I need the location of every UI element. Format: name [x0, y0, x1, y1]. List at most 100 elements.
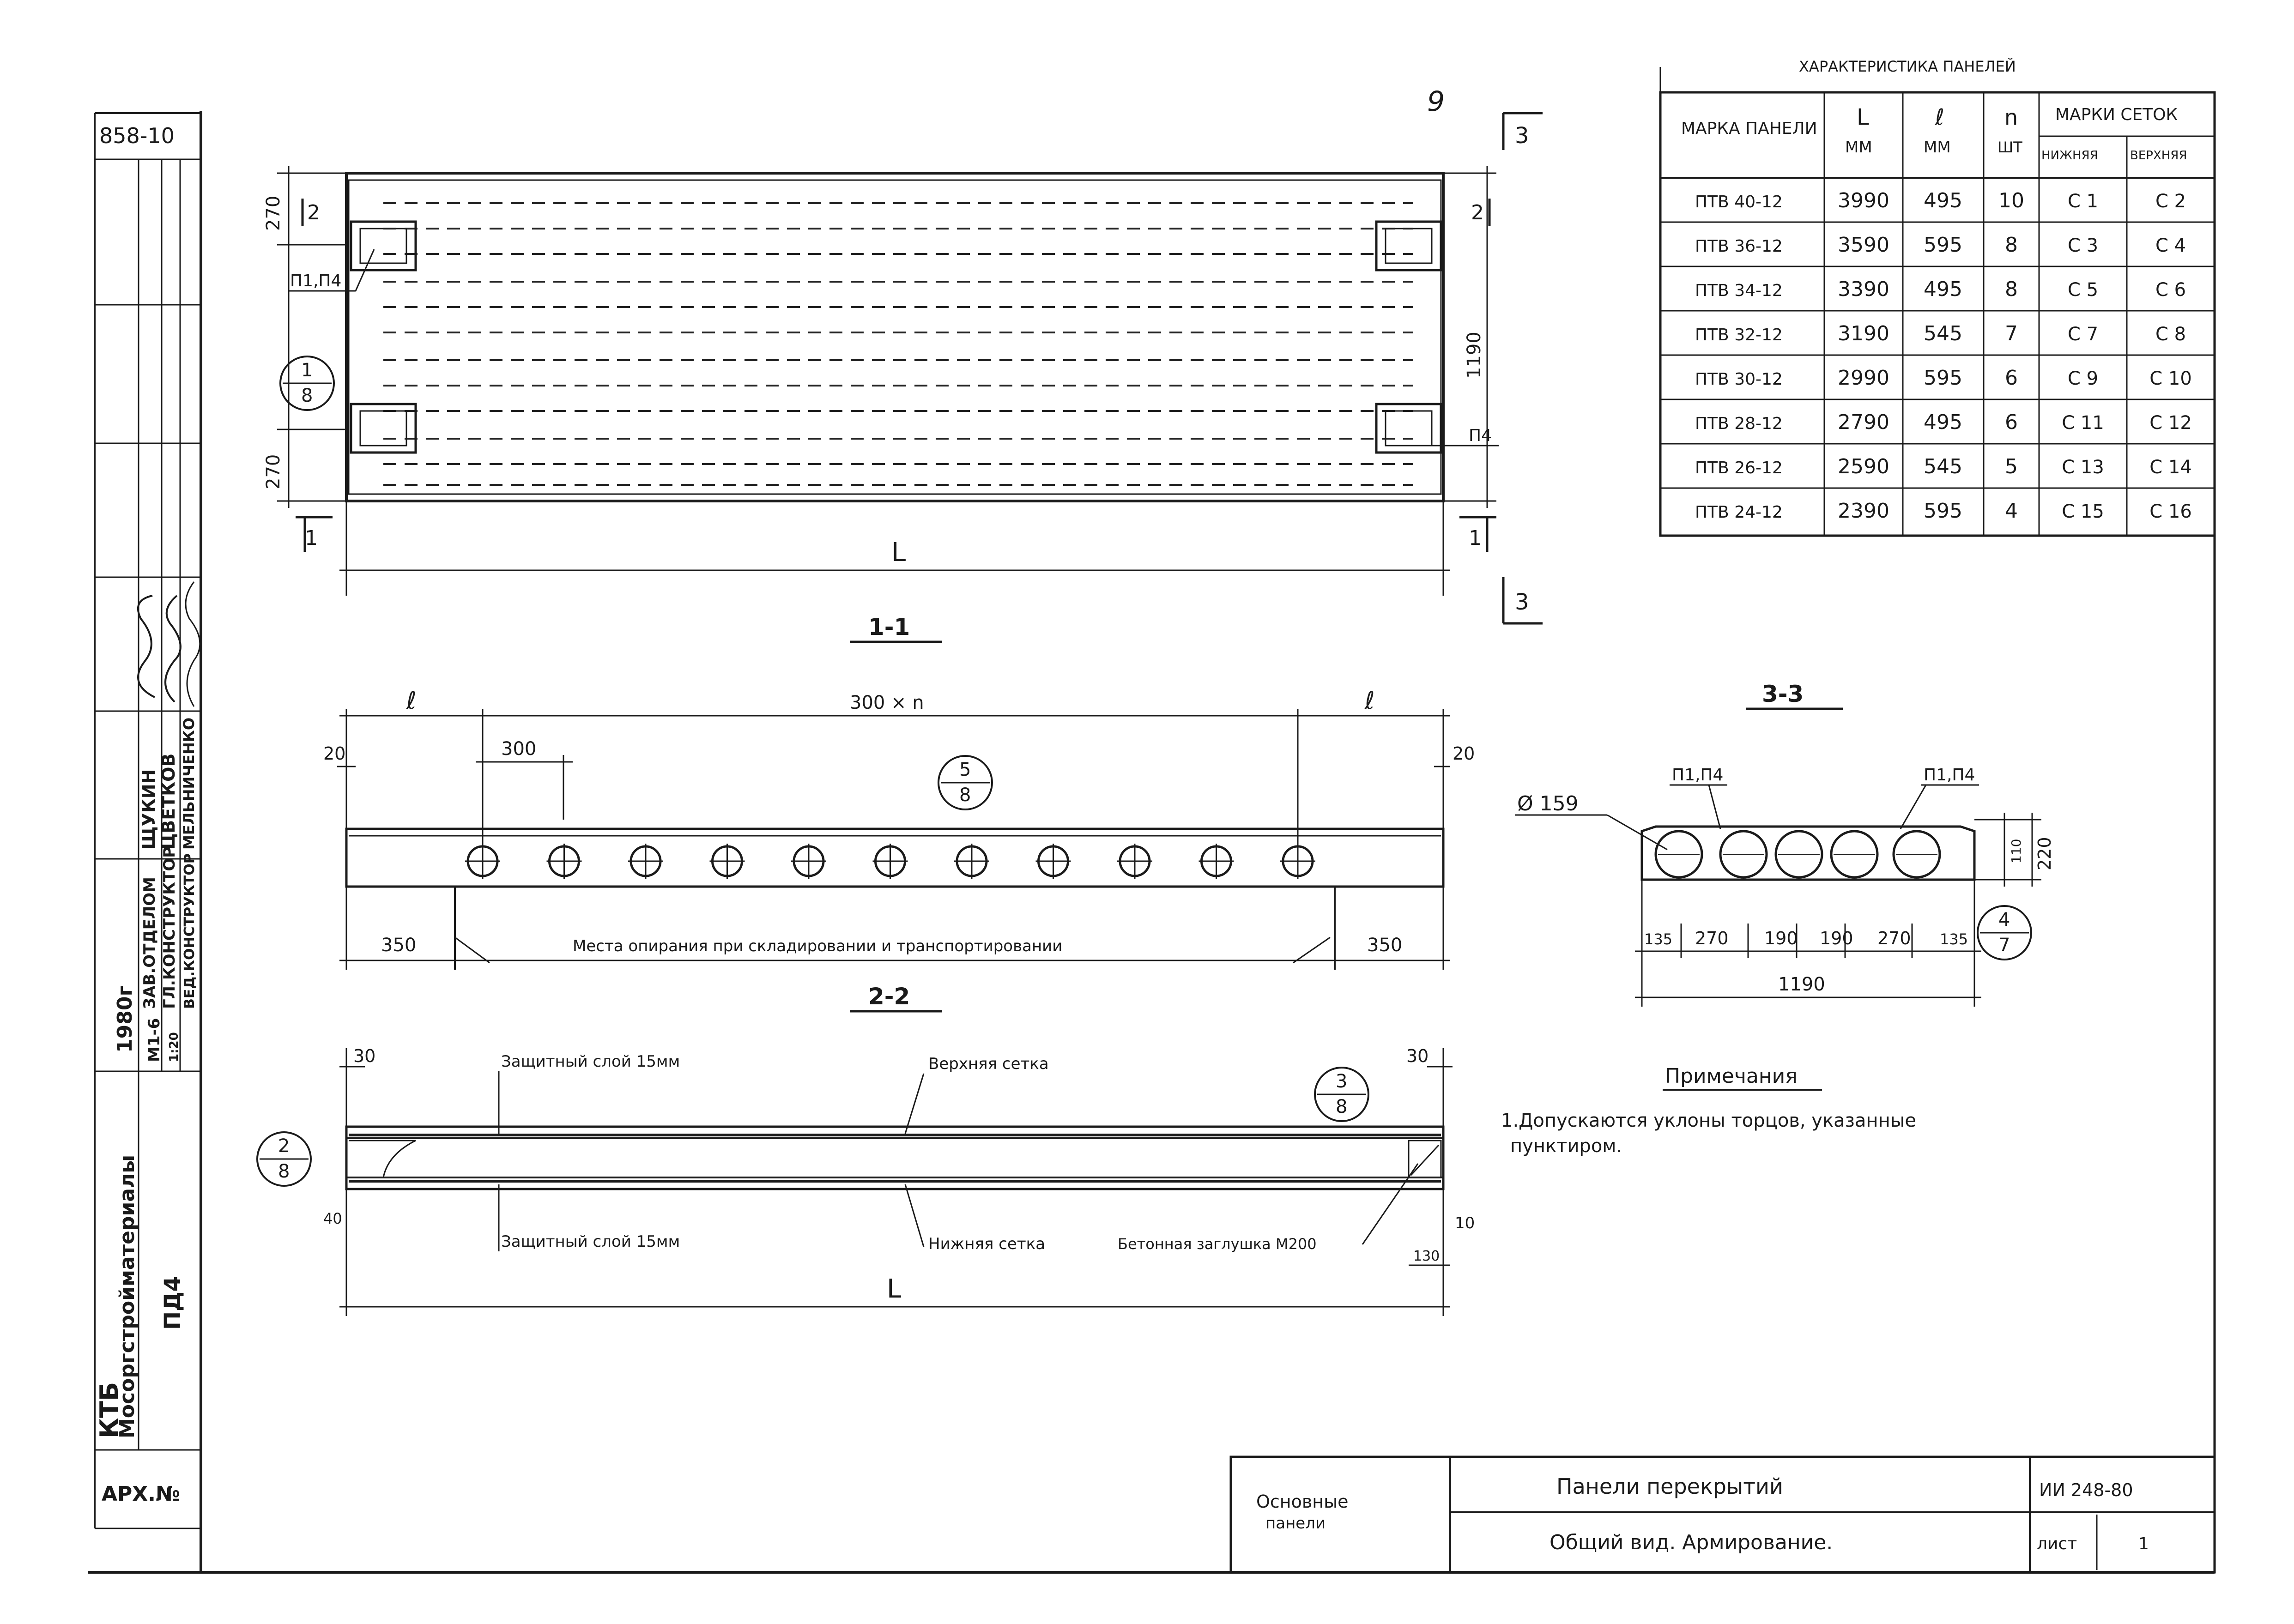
s11-dim-300n: 300 × n — [850, 692, 924, 713]
table-cell-L: 2990 — [1838, 366, 1889, 390]
s11-dim-l-right: ℓ — [1364, 687, 1374, 715]
s22-ref-right-bottom: 8 — [1336, 1096, 1347, 1117]
s33-dim-3: 190 — [1764, 928, 1798, 948]
title-block-left-1: Основные — [1256, 1491, 1349, 1512]
plan-ref-bottom: 8 — [301, 385, 313, 406]
stamp-name-2: ЦВЕТКОВ — [158, 754, 179, 850]
title-block-sheet-label: лист — [2037, 1534, 2077, 1553]
plan-mark-3-top: 3 — [1515, 123, 1529, 149]
detail-ref-s22-left: 2 8 — [256, 1131, 312, 1187]
stamp-scale: 1:20 — [167, 1032, 181, 1062]
hollow-core — [1035, 844, 1071, 879]
table-header-mark: МАРКА ПАНЕЛИ — [1681, 119, 1817, 138]
s11-ref-top: 5 — [959, 759, 971, 780]
section-1-1: 1-1 ℓ 300 × n ℓ 300 20 20 350 350 Места … — [323, 614, 1475, 970]
table-cell-lower: С 9 — [2068, 368, 2098, 389]
notes: Примечания 1.Допускаются уклоны торцов, … — [1501, 1064, 1916, 1157]
s22-dim-30-left: 30 — [353, 1046, 375, 1066]
table-cell-upper: С 10 — [2149, 368, 2192, 389]
table-header-lower: НИЖНЯЯ — [2041, 149, 2098, 163]
hollow-cores — [465, 844, 1315, 879]
s33-dim-4: 190 — [1820, 928, 1853, 948]
notes-text-1: 1.Допускаются уклоны торцов, указанные — [1501, 1110, 1916, 1131]
s11-dim-20-left: 20 — [323, 743, 345, 764]
plan-dim-270-bottom: 270 — [263, 454, 284, 489]
plan-dim-L: L — [891, 537, 906, 567]
table-cell-l: 595 — [1924, 499, 1962, 523]
cross-section-core — [1892, 830, 1941, 879]
s11-support-note: Места опирания при складировании и транс… — [573, 937, 1062, 955]
table-cell-n: 6 — [2005, 366, 2018, 390]
notes-text-2: пунктиром. — [1510, 1135, 1622, 1157]
s33-dim-ticks — [1641, 924, 1975, 958]
table-cell-upper: С 12 — [2149, 412, 2192, 434]
table-cell-l: 545 — [1924, 455, 1962, 478]
hollow-core — [1117, 844, 1152, 879]
table-cell-l: 545 — [1924, 322, 1962, 345]
table-title: ХАРАКТЕРИСТИКА ПАНЕЛЕЙ — [1799, 58, 2016, 75]
hollow-core — [628, 844, 663, 879]
table-cell-l: 495 — [1924, 278, 1962, 301]
detail-ref-s22-right: 3 8 — [1314, 1067, 1369, 1122]
table-cell-upper: С 2 — [2155, 191, 2186, 212]
table-header-l: ℓ — [1935, 104, 1944, 130]
table-cell-upper: С 6 — [2155, 279, 2186, 301]
stamp-sheet-index: М1-6 — [145, 1018, 163, 1062]
table-cell-mark: ПТВ 32-12 — [1695, 326, 1783, 344]
hollow-core — [872, 844, 908, 879]
table-cell-L: 3190 — [1838, 322, 1889, 345]
s22-ref-right-top: 3 — [1336, 1071, 1347, 1092]
s22-dim-10: 10 — [1455, 1214, 1475, 1232]
table-cell-mark: ПТВ 34-12 — [1695, 281, 1783, 300]
plan-mark-1-left: 1 — [305, 526, 318, 550]
table-cell-upper: С 4 — [2155, 235, 2186, 256]
cross-section-core — [1774, 830, 1823, 879]
table-cell-upper: С 8 — [2155, 324, 2186, 345]
plan-mark-1-right: 1 — [1469, 526, 1482, 550]
stamp-name-1: ЩУКИН — [139, 769, 159, 850]
stamp-name-3: МЕЛЬНИЧЕНКО — [180, 718, 198, 850]
s33-callout-right: П1,П4 — [1924, 766, 1975, 785]
table-cell-n: 10 — [1998, 189, 2024, 212]
plan-callout-p1p4: П1,П4 — [290, 272, 341, 290]
table-cell-n: 6 — [2005, 411, 2018, 434]
table-cell-L: 3390 — [1838, 278, 1889, 301]
table-cell-mark: ПТВ 40-12 — [1695, 193, 1783, 211]
table-cell-n: 5 — [2005, 455, 2018, 478]
s22-ref-left-bottom: 8 — [278, 1161, 290, 1182]
cross-section-cores — [1654, 830, 1941, 879]
stamp-role-2: ГЛ.КОНСТРУКТОР — [160, 846, 179, 1009]
table-cell-lower: С 11 — [2062, 412, 2104, 434]
table-header-n-unit: ШТ — [1997, 139, 2022, 156]
s22-dim-130: 130 — [1413, 1248, 1440, 1264]
plan-reinforcement-lines — [383, 202, 1413, 486]
table-cell-upper: С 14 — [2149, 457, 2192, 478]
s22-ref-left-top: 2 — [278, 1135, 290, 1157]
signatures — [137, 581, 201, 707]
s33-ref-top: 4 — [1998, 909, 2010, 930]
s33-dia: Ø 159 — [1517, 792, 1579, 815]
stamp-org-2: Мосоргстройматериалы — [115, 1155, 139, 1438]
s22-label-upper-mesh: Верхняя сетка — [928, 1055, 1049, 1073]
table-cell-mark: ПТВ 36-12 — [1695, 237, 1783, 256]
table-cell-L: 2590 — [1838, 455, 1889, 478]
sheet-number: 9 — [1427, 85, 1445, 118]
section-1-1-title: 1-1 — [868, 614, 910, 640]
s33-dim-6: 135 — [1940, 930, 1968, 948]
s33-dim-5: 270 — [1877, 928, 1911, 948]
stamp-org-1: КТБ — [95, 1382, 124, 1438]
s33-dim-total: 1190 — [1778, 974, 1825, 995]
table-cell-lower: С 1 — [2068, 191, 2098, 212]
hollow-core — [1198, 844, 1234, 879]
hollow-core — [954, 844, 989, 879]
plan-dim-270-top: 270 — [263, 196, 284, 231]
s33-dim-inner: 110 — [2009, 839, 2024, 863]
table-cell-mark: ПТВ 28-12 — [1695, 414, 1783, 433]
section-2-2-title: 2-2 — [868, 983, 910, 1010]
s22-label-cover-top: Защитный слой 15мм — [501, 1052, 680, 1071]
plan-mark-3-bottom: 3 — [1515, 589, 1529, 615]
archive-code: 858-10 — [99, 123, 175, 148]
hollow-core — [709, 844, 745, 879]
